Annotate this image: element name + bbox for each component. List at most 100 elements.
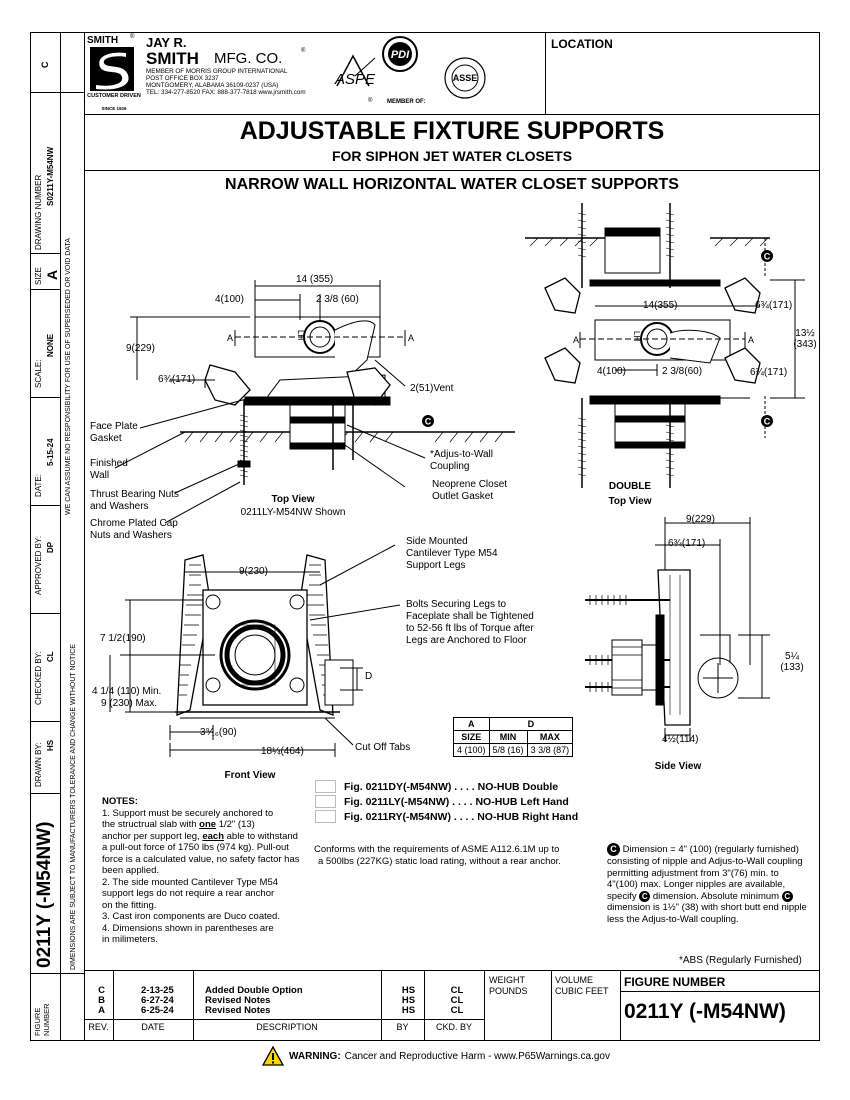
svg-text:ASSE: ASSE [453,73,478,83]
drawing-number: S0211Y-M54NW [46,146,55,206]
rev-letter-strip: C [40,61,50,69]
r-marker: R [658,634,665,644]
disclaimer-tolerance: DIMENSIONS ARE SUBJECT TO MANUFACTURERS … [70,644,77,970]
revision-headers: REV. DATE DESCRIPTION BY CKD. BY [88,1022,472,1032]
warning-triangle-icon [262,1046,284,1066]
svg-text:C: C [764,417,771,427]
page-subtitle: FOR SIPHON JET WATER CLOSETS [331,148,573,164]
c-marker-icon: C [607,843,620,856]
company-address: MEMBER OF MORRIS GROUP INTERNATIONAL POS… [146,68,306,96]
size-value: A [44,269,60,280]
asse-logo-icon: ASSE [444,57,486,99]
dim-9-229: 9(229) [126,343,155,354]
front-dim-9: 9(230) [239,566,268,577]
date-value: 5-15-24 [46,438,55,466]
c-marker-bottom-icon: C [761,415,773,427]
checked-label: CHECKED BY: [34,651,43,705]
strip-divider [60,32,61,1041]
approved-label: APPROVED BY: [34,535,43,595]
location-label: LOCATION [551,37,613,51]
figure-checkbox-icon [315,795,336,808]
page-title: ADJUSTABLE FIXTURE SUPPORTS [239,117,665,145]
double-dim-13-1-2: 13½(343) [793,328,817,350]
c-marker-icon: C [781,890,793,902]
figure-list: Fig. 0211DY(-M54NW) . . . . NO-HUB Doubl… [315,779,578,824]
double-top-view-caption: Top View [608,496,652,507]
figure-number-label: FIGURE NUMBER [624,975,726,989]
asme-note: Conforms with the requirements of ASME A… [314,844,561,867]
section-a-left: A [227,333,233,343]
company-mfg: MFG. CO. [214,50,283,67]
front-dim-18-1-4: 18¼(464) [261,746,304,757]
dim-14-355: 14 (355) [296,274,334,285]
figure-number-strip: 0211Y (-M54NW) [34,821,55,968]
double-dim-2-3-8: 2 3/8(60) [662,366,703,377]
disclaimer-superseded: WE CAN ASSUME NO RESPONSIBILITY FOR USE … [65,238,72,515]
dimension-c-note: C Dimension = 4" (100) (regularly furnis… [607,843,807,925]
revision-list: C 2-13-25 Added Double Option HS CL B 6-… [84,986,484,1016]
svg-text:LH: LH [296,330,305,340]
figure-list-item[interactable]: Fig. 0211DY(-M54NW) . . . . NO-HUB Doubl… [315,779,578,794]
drawn-label: DRAWN BY: [34,742,43,787]
revision-row: C 2-13-25 Added Double Option HS CL [98,985,464,996]
front-dim-3-9-16: 3⁹⁄₁₆(90) [200,727,237,738]
drawing-frame [30,32,820,1041]
double-dim-14: 14(355) [643,300,678,311]
svg-text:LH: LH [632,331,641,341]
double-top-view-drawing: C C LH A A [525,203,805,488]
top-view-caption: Top View [271,494,315,505]
figure-list-item[interactable]: Fig. 0211RY(-M54NW) . . . . NO-HUB Right… [315,809,578,824]
checked-value: CL [46,651,55,662]
top-view-subcaption: 0211LY-M54NW Shown [240,507,346,518]
double-dim-6-3-4-top: 6¾(171) [755,300,793,311]
figure-number-strip-label: FIGURE NUMBER [33,1003,51,1036]
c-marker-icon: C [639,890,651,902]
prop65-warning: WARNING: Cancer and Reproductive Harm - … [262,1046,610,1066]
scale-value: NONE [46,333,55,357]
svg-text:C: C [764,252,771,262]
figure-checkbox-icon [315,780,336,793]
section-title: NARROW WALL HORIZONTAL WATER CLOSET SUPP… [225,176,679,193]
svg-text:PDI: PDI [391,49,410,61]
svg-text:A: A [748,335,754,345]
cut-off-tabs-label: Cut Off Tabs [355,742,411,753]
front-dim-d: D [365,671,373,682]
c-marker-top-icon: C [761,250,773,262]
dim-2-3-8: 2 3/8 (60) [316,294,359,305]
company-name-1: JAY R. [146,35,187,50]
figure-list-item[interactable]: Fig. 0211LY(-M54NW) . . . . NO-HUB Left … [315,794,578,809]
figure-number: 0211Y (-M54NW) [624,1000,786,1023]
notes-block: NOTES: 1. Support must be securely ancho… [102,796,300,945]
svg-text:ASPE: ASPE [334,71,376,88]
side-dim-5-1-4: 5¼(133) [780,651,804,673]
revision-row: B 6-27-24 Revised Notes HS CL [98,995,464,1006]
double-caption: DOUBLE [608,481,652,492]
top-view-drawing: C LH A A [114,280,515,524]
dim-4-100: 4(100) [215,294,244,305]
pdi-logo-icon: PDI [382,36,418,72]
svg-text:®: ® [368,97,373,104]
svg-text:A: A [573,335,579,345]
front-view-caption: Front View [224,770,276,781]
member-logos: PDI ASPE ® ASSE MEMBER OF: [334,36,486,105]
smith-logo: SMITH ® CUSTOMER DRIVEN SINCE 1926 [87,34,141,111]
svg-text:MEMBER OF:: MEMBER OF: [387,99,426,105]
section-a-right: A [408,333,414,343]
front-view-drawing [109,544,401,757]
drawing-number-label: DRAWING NUMBER [34,174,43,250]
side-dim-6-3-4: 6¾(171) [668,538,706,549]
smith-s-logo-icon [90,47,134,91]
company-name-2: SMITH [146,49,199,68]
strip-divider-2 [84,32,85,1041]
aspe-logo-icon: ASPE ® [334,54,376,104]
approved-value: DP [46,541,55,553]
side-view-drawing: R [585,517,770,742]
